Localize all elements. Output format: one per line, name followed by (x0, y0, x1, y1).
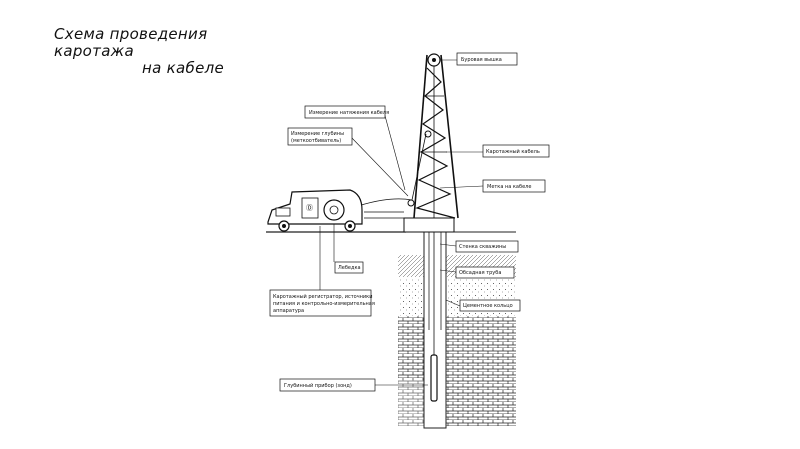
slide-title: Схема проведения каротажа на кабеле (54, 26, 224, 77)
svg-text:Каротажный кабель: Каротажный кабель (486, 148, 540, 155)
label-logging-cable: Каротажный кабель (482, 144, 550, 158)
label-cement-ring: Цементное кольцо (459, 299, 521, 312)
label-cable-tension: Измерение натяжения кабеля (304, 105, 389, 119)
label-depth-measurement: Измерение глубины (меткоотбиватель) (287, 127, 353, 146)
svg-text:Лебедка: Лебедка (338, 265, 361, 271)
svg-text:питания и контрольно-измерител: питания и контрольно-измерительная (273, 301, 375, 307)
svg-text:(меткоотбиватель): (меткоотбиватель) (291, 138, 341, 144)
svg-text:Буровая вышка: Буровая вышка (461, 57, 502, 63)
svg-text:аппаратура: аппаратура (273, 308, 304, 314)
label-cable-mark: Метка на кабеле (482, 179, 546, 193)
title-line-1: Схема проведения (54, 25, 208, 43)
svg-text:Метка на кабеле: Метка на кабеле (487, 184, 531, 190)
label-winch: Лебедка (334, 261, 364, 274)
svg-text:Обсадная труба: Обсадная труба (459, 270, 501, 276)
svg-text:Измерение натяжения кабеля: Измерение натяжения кабеля (309, 110, 389, 116)
svg-text:Глубинный прибор (зонд): Глубинный прибор (зонд) (284, 382, 352, 389)
svg-text:Ⓓ: Ⓓ (306, 204, 313, 212)
ground-strata (398, 255, 516, 426)
label-derrick: Буровая вышка (456, 52, 518, 66)
depth-wheel (407, 199, 415, 207)
title-line-3: на кабеле (142, 59, 225, 77)
leader-lines (319, 59, 484, 386)
logging-truck: Ⓓ (267, 189, 404, 232)
downhole-tool-shape (430, 354, 438, 402)
svg-text:Измерение глубины: Измерение глубины (291, 131, 344, 137)
title-line-2: каротажа (54, 42, 134, 60)
svg-text:Стенка скважины: Стенка скважины (459, 244, 506, 250)
label-casing: Обсадная труба (455, 266, 515, 279)
svg-text:Цементное кольцо: Цементное кольцо (463, 303, 513, 309)
label-downhole-tool: Глубинный прибор (зонд) (279, 378, 376, 392)
derrick (403, 53, 459, 233)
label-borehole-wall: Стенка скважины (455, 240, 519, 253)
svg-text:Каротажный регистратор, источн: Каротажный регистратор, источники (273, 293, 372, 300)
label-recorder: Каротажный регистратор, источники питани… (269, 289, 375, 317)
